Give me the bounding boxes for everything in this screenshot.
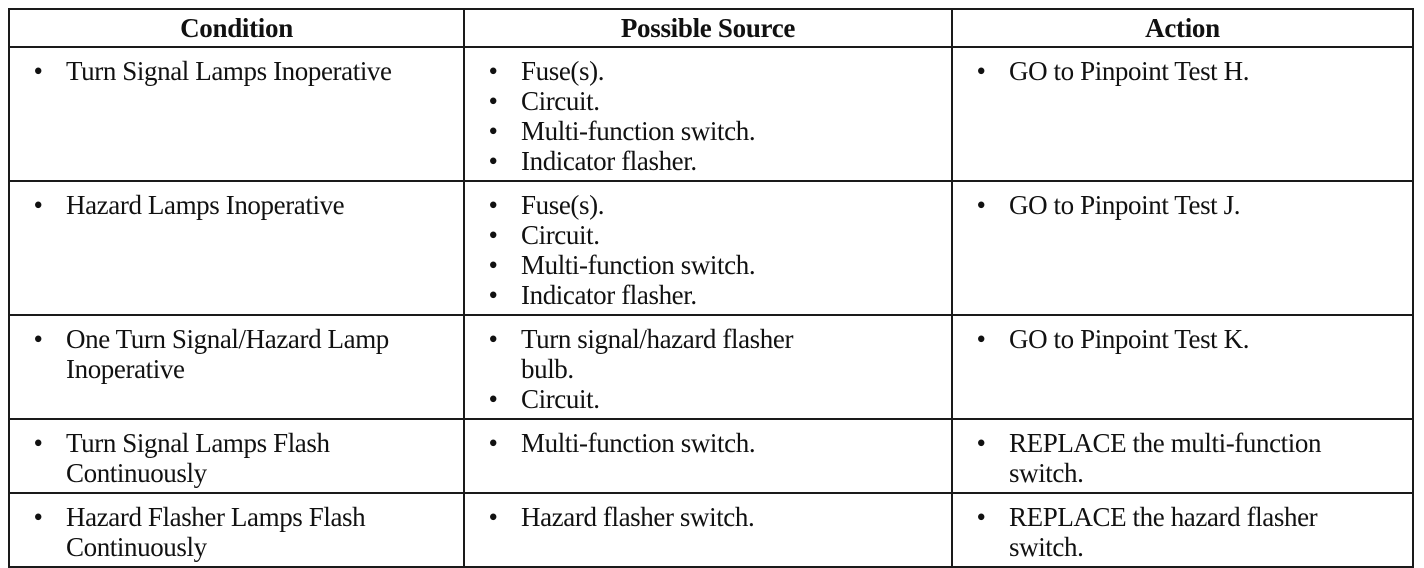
source-text: Hazard flasher switch.	[521, 502, 755, 532]
bullet-icon: •	[488, 56, 498, 86]
condition-text: One Turn Signal/Hazard Lamp Inoperative	[66, 324, 389, 384]
bullet-icon: •	[33, 190, 43, 220]
bullet-icon: •	[976, 56, 986, 86]
source-text: Circuit.	[521, 220, 600, 250]
action-cell: • GO to Pinpoint Test J.	[951, 180, 1414, 316]
table-row: • Turn Signal Lamps Flash Continuously • M…	[8, 418, 1414, 494]
list-item: • GO to Pinpoint Test K.	[959, 324, 1402, 354]
list-item: • Turn signal/hazard flasher bulb.	[471, 324, 831, 384]
list-item: • REPLACE the multi-function switch.	[959, 428, 1382, 488]
table-row: • Turn Signal Lamps Inoperative • Fuse(s).…	[8, 46, 1414, 182]
action-cell: • GO to Pinpoint Test H.	[951, 46, 1414, 182]
list-item: • GO to Pinpoint Test J.	[959, 190, 1402, 220]
bullet-icon: •	[976, 324, 986, 354]
bullet-icon: •	[488, 220, 498, 250]
bullet-icon: •	[488, 146, 498, 176]
list-item: • Indicator flasher.	[471, 280, 941, 310]
source-text: Circuit.	[521, 86, 600, 116]
bullet-icon: •	[488, 384, 498, 414]
source-text: Fuse(s).	[521, 190, 605, 220]
list-item: • GO to Pinpoint Test H.	[959, 56, 1402, 86]
bullet-icon: •	[488, 280, 498, 310]
list-item: • Multi-function switch.	[471, 116, 941, 146]
bullet-icon: •	[488, 502, 498, 532]
header-row: Condition Possible Source Action	[8, 8, 1414, 48]
table-row: • Hazard Lamps Inoperative • Fuse(s). • Cir…	[8, 180, 1414, 316]
source-text: Indicator flasher.	[521, 280, 697, 310]
header-condition: Condition	[8, 8, 465, 48]
source-text: Circuit.	[521, 384, 600, 414]
condition-cell: • Turn Signal Lamps Inoperative	[8, 46, 465, 182]
source-cell: • Multi-function switch.	[463, 418, 953, 494]
table-row: • One Turn Signal/Hazard Lamp Inoperative…	[8, 314, 1414, 420]
action-text: GO to Pinpoint Test H.	[1009, 56, 1250, 86]
list-item: • Hazard flasher switch.	[471, 502, 941, 532]
source-cell: • Turn signal/hazard flasher bulb. • Circu…	[463, 314, 953, 420]
list-item: • REPLACE the hazard flasher switch.	[959, 502, 1372, 562]
condition-text: Turn Signal Lamps Inoperative	[66, 56, 392, 86]
list-item: • Hazard Lamps Inoperative	[16, 190, 453, 220]
list-item: • Circuit.	[471, 86, 941, 116]
bullet-icon: •	[33, 502, 43, 532]
condition-cell: • One Turn Signal/Hazard Lamp Inoperative	[8, 314, 465, 420]
list-item: • Hazard Flasher Lamps Flash Continuously	[16, 502, 433, 562]
header-action: Action	[951, 8, 1414, 48]
source-text: Indicator flasher.	[521, 146, 697, 176]
condition-text: Turn Signal Lamps Flash Continuously	[66, 428, 330, 488]
source-text: Multi-function switch.	[521, 250, 756, 280]
condition-cell: • Hazard Lamps Inoperative	[8, 180, 465, 316]
action-cell: • GO to Pinpoint Test K.	[951, 314, 1414, 420]
source-cell: • Fuse(s). • Circuit. • Multi-function swit…	[463, 180, 953, 316]
bullet-icon: •	[488, 190, 498, 220]
list-item: • Multi-function switch.	[471, 250, 941, 280]
condition-cell: • Turn Signal Lamps Flash Continuously	[8, 418, 465, 494]
header-possible-source: Possible Source	[463, 8, 953, 48]
list-item: • Multi-function switch.	[471, 428, 941, 458]
list-item: • Fuse(s).	[471, 56, 941, 86]
list-item: • Circuit.	[471, 384, 831, 414]
bullet-icon: •	[33, 56, 43, 86]
bullet-icon: •	[976, 428, 986, 458]
source-cell: • Hazard flasher switch.	[463, 492, 953, 568]
source-text: Fuse(s).	[521, 56, 605, 86]
list-item: • Turn Signal Lamps Inoperative	[16, 56, 453, 86]
action-text: GO to Pinpoint Test J.	[1009, 190, 1241, 220]
list-item: • Circuit.	[471, 220, 941, 250]
table-row: • Hazard Flasher Lamps Flash Continuously…	[8, 492, 1414, 568]
list-item: • One Turn Signal/Hazard Lamp Inoperative	[16, 324, 453, 384]
bullet-icon: •	[488, 250, 498, 280]
diagnosis-table: Condition Possible Source Action • Turn S…	[8, 8, 1414, 568]
action-cell: • REPLACE the hazard flasher switch.	[951, 492, 1414, 568]
action-text: GO to Pinpoint Test K.	[1009, 324, 1250, 354]
source-text: Multi-function switch.	[521, 428, 756, 458]
bullet-icon: •	[33, 428, 43, 458]
bullet-icon: •	[33, 324, 43, 354]
source-cell: • Fuse(s). • Circuit. • Multi-function swit…	[463, 46, 953, 182]
condition-cell: • Hazard Flasher Lamps Flash Continuously	[8, 492, 465, 568]
bullet-icon: •	[976, 502, 986, 532]
bullet-icon: •	[976, 190, 986, 220]
source-text: Multi-function switch.	[521, 116, 756, 146]
action-cell: • REPLACE the multi-function switch.	[951, 418, 1414, 494]
bullet-icon: •	[488, 428, 498, 458]
list-item: • Fuse(s).	[471, 190, 941, 220]
bullet-icon: •	[488, 86, 498, 116]
condition-text: Hazard Lamps Inoperative	[66, 190, 345, 220]
action-text: REPLACE the hazard flasher switch.	[1009, 502, 1318, 562]
bullet-icon: •	[488, 116, 498, 146]
action-text: REPLACE the multi-function switch.	[1009, 428, 1322, 488]
condition-text: Hazard Flasher Lamps Flash Continuously	[66, 502, 366, 562]
list-item: • Turn Signal Lamps Flash Continuously	[16, 428, 393, 488]
source-text: Turn signal/hazard flasher bulb.	[521, 324, 794, 384]
bullet-icon: •	[488, 324, 498, 354]
list-item: • Indicator flasher.	[471, 146, 941, 176]
